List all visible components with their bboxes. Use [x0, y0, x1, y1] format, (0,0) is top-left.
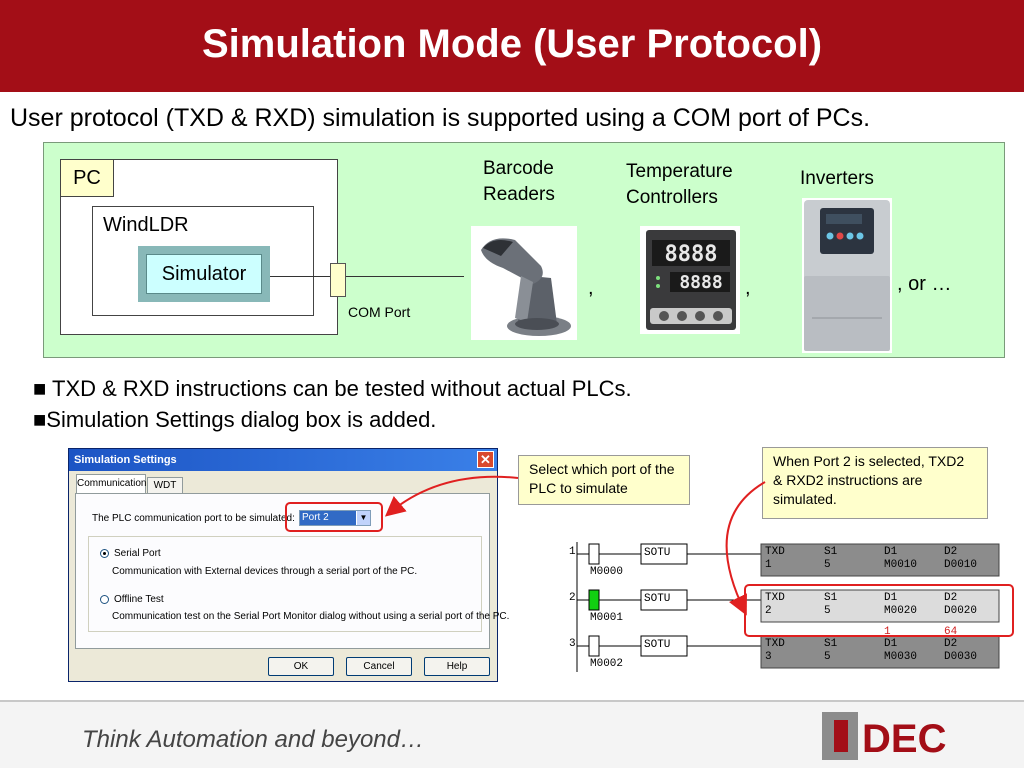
cable-line: [346, 276, 464, 277]
operand-label: D2: [944, 638, 958, 650]
temperature-controllers-label: Temperature Controllers: [626, 159, 733, 211]
dialog-title: Simulation Settings: [74, 454, 177, 466]
tab-communication[interactable]: Communication: [76, 474, 146, 494]
instr-name: TXD: [765, 592, 785, 604]
operand-value: D0030: [944, 651, 978, 663]
idec-logo: DEC: [820, 710, 990, 762]
operand-value: 5: [824, 559, 831, 571]
port-label: The PLC communication port to be simulat…: [92, 513, 295, 524]
port-hint-callout: Select which port of the PLC to simulate: [518, 455, 690, 505]
operand-value: M0030: [884, 651, 918, 663]
device-label-line: Inverters: [800, 168, 874, 189]
svg-text:8888: 8888: [665, 242, 718, 267]
intro-text: User protocol (TXD & RXD) simulation is …: [10, 104, 871, 132]
cancel-button[interactable]: Cancel: [346, 657, 412, 676]
offline-test-description: Communication test on the Serial Port Mo…: [112, 611, 510, 622]
svg-text:DEC: DEC: [862, 717, 946, 761]
instr-name: TXD: [765, 546, 785, 558]
bullet-item: ■Simulation Settings dialog box is added…: [33, 407, 437, 432]
separator: ,: [588, 277, 594, 299]
rung-number: 1: [569, 546, 576, 558]
contact-address: M0001: [590, 612, 624, 624]
operand-label: D1: [884, 638, 898, 650]
footer-tagline: Think Automation and beyond…: [82, 726, 424, 753]
offline-test-radio[interactable]: [100, 595, 109, 604]
inverters-label: Inverters: [800, 166, 874, 192]
instr-number: 1: [765, 559, 772, 571]
radio-selected-dot: [103, 552, 106, 555]
instr-number: 3: [765, 651, 772, 663]
contact-address: M0000: [590, 566, 624, 578]
barcode-scanner-icon: [471, 226, 577, 340]
svg-text:8888: 8888: [679, 272, 722, 293]
instr-number: 2: [765, 605, 772, 617]
page-title: Simulation Mode (User Protocol): [201, 22, 823, 66]
operand-label: D2: [944, 592, 958, 604]
serial-port-label[interactable]: Serial Port: [114, 548, 161, 559]
operand-value: D0010: [944, 559, 978, 571]
device-label-line: Temperature: [626, 161, 733, 182]
sotu-label: SOTU: [644, 639, 671, 651]
monitor-value: 1: [884, 626, 891, 638]
device-label-line: Controllers: [626, 187, 718, 208]
operand-label: S1: [824, 592, 838, 604]
com-port-connector: [330, 263, 346, 297]
inverter-icon: [802, 198, 892, 353]
offline-test-label[interactable]: Offline Test: [114, 594, 164, 605]
rung-number: 3: [569, 638, 576, 650]
device-label-line: Readers: [483, 184, 555, 205]
instr-name: TXD: [765, 638, 785, 650]
bullet-item: ■ TXD & RXD instructions can be tested w…: [33, 376, 632, 401]
mode-group-box: [88, 536, 482, 632]
sotu-label: SOTU: [644, 593, 671, 605]
operand-label: D1: [884, 592, 898, 604]
title-bar: [0, 0, 1024, 92]
operand-value: M0010: [884, 559, 918, 571]
operand-value: D0020: [944, 605, 978, 617]
simulator-box: Simulator: [138, 246, 270, 302]
barcode-readers-label: Barcode Readers: [483, 156, 555, 208]
operand-label: S1: [824, 638, 838, 650]
sotu-label: SOTU: [644, 547, 671, 559]
footer-divider: [0, 700, 1024, 702]
operand-value: 5: [824, 651, 831, 663]
ok-button[interactable]: OK: [268, 657, 334, 676]
operand-label: D2: [944, 546, 958, 558]
pc-label: PC: [60, 159, 114, 197]
operand-label: D1: [884, 546, 898, 558]
operand-value: 5: [824, 605, 831, 617]
dialog-titlebar[interactable]: [69, 449, 497, 471]
port-select-highlight: [285, 502, 383, 532]
tab-panel: [75, 493, 490, 649]
contact-address: M0002: [590, 658, 624, 670]
com-port-label: COM Port: [348, 304, 411, 320]
rung-number: 2: [569, 592, 576, 604]
serial-port-description: Communication with External devices thro…: [112, 566, 418, 577]
help-button[interactable]: Help: [424, 657, 490, 676]
chevron-down-icon[interactable]: ▼: [357, 511, 370, 525]
device-label-line: Barcode: [483, 158, 554, 179]
temperature-controller-icon: 8888 8888: [640, 226, 740, 334]
port2-hint-callout: When Port 2 is selected, TXD2 & RXD2 ins…: [762, 447, 988, 519]
windldr-label: WindLDR: [103, 214, 189, 236]
port-select-value[interactable]: Port 2: [300, 511, 356, 525]
separator: , or …: [897, 273, 952, 295]
cable-line: [270, 276, 330, 277]
ladder-diagram: [567, 542, 1005, 672]
operand-label: S1: [824, 546, 838, 558]
separator: ,: [745, 277, 751, 299]
simulator-label: Simulator: [146, 254, 262, 294]
close-icon[interactable]: ✕: [477, 451, 494, 468]
operand-value: M0020: [884, 605, 918, 617]
